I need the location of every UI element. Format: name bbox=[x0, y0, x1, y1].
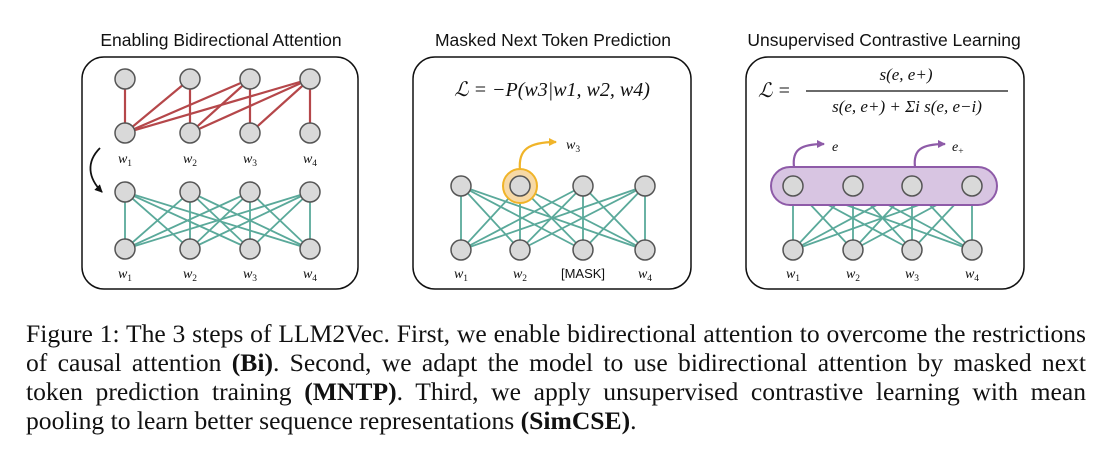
mean-pooling-box bbox=[770, 166, 998, 206]
p1-top-label-1: w1 bbox=[118, 152, 132, 169]
transform-arrow bbox=[89, 147, 103, 193]
panel2-nodes bbox=[450, 175, 656, 261]
p1-top-label-2: w2 bbox=[183, 152, 197, 169]
prediction-arrow bbox=[518, 138, 557, 171]
p3-bottom-label-1: w1 bbox=[786, 267, 800, 284]
p3-bottom-node-1 bbox=[782, 239, 804, 261]
panel2-bidirectional-edges bbox=[460, 185, 646, 251]
p1-bottom-node-2 bbox=[179, 238, 201, 260]
panel2-frame bbox=[412, 56, 692, 290]
panel1-bottom-labels: w1 w2 w3 w4 bbox=[118, 267, 317, 284]
figure-caption: Figure 1: The 3 steps of LLM2Vec. First,… bbox=[26, 319, 1086, 435]
p3-bottom-label-4: w4 bbox=[965, 267, 979, 284]
p2-bottom-label-3: [MASK] bbox=[561, 266, 605, 281]
panel1-top-labels: w1 w2 w3 w4 bbox=[118, 152, 317, 169]
positive-embedding-arrow bbox=[913, 140, 946, 168]
p3-bottom-label-3: w3 bbox=[905, 267, 919, 284]
caption-part1: The 3 steps of LLM2Vec. First, we enable… bbox=[26, 319, 1086, 377]
p1-top-node-1 bbox=[114, 68, 136, 90]
p2-top-node-1 bbox=[450, 175, 472, 197]
p3-bottom-node-2 bbox=[842, 239, 864, 261]
p1-low-node-1 bbox=[114, 181, 136, 203]
panel3-title: Unsupervised Contrastive Learning bbox=[747, 30, 1020, 50]
p1-mid-node-2 bbox=[179, 122, 201, 144]
p1-bottom-label-4: w4 bbox=[303, 267, 317, 284]
p1-bottom-node-3 bbox=[239, 238, 261, 260]
p2-bottom-label-1: w1 bbox=[454, 267, 468, 284]
panel3-bottom-labels: w1 w2 w3 w4 bbox=[786, 267, 979, 284]
p3-bottom-node-4 bbox=[961, 239, 983, 261]
p1-bottom-label-2: w2 bbox=[183, 267, 197, 284]
p3-bottom-label-2: w2 bbox=[846, 267, 860, 284]
p2-bottom-node-2 bbox=[509, 239, 531, 261]
positive-embedding-label: e+ bbox=[952, 140, 964, 157]
panel1-frame bbox=[81, 56, 359, 290]
p3-top-node-1 bbox=[782, 175, 804, 197]
predicted-token-label: w3 bbox=[566, 138, 580, 155]
caption-part3: . Third, we apply unsupervised contrasti… bbox=[26, 377, 1086, 435]
simcse-loss-lhs: ℒ = bbox=[758, 80, 791, 102]
p1-bottom-node-1 bbox=[114, 238, 136, 260]
p1-bottom-label-1: w1 bbox=[118, 267, 132, 284]
p2-bottom-node-3 bbox=[572, 239, 594, 261]
caption-bi: (Bi) bbox=[231, 348, 273, 377]
panel1-title: Enabling Bidirectional Attention bbox=[100, 30, 341, 50]
p1-top-label-3: w3 bbox=[243, 152, 257, 169]
panel2-title: Masked Next Token Prediction bbox=[435, 30, 671, 50]
panel2-bottom-labels: w1 w2 [MASK] w4 bbox=[454, 266, 652, 284]
embedding-arrow bbox=[792, 140, 825, 168]
p2-bottom-label-2: w2 bbox=[513, 267, 527, 284]
caption-part4: . bbox=[630, 406, 637, 435]
embedding-label: e bbox=[832, 140, 838, 155]
p3-top-node-2 bbox=[842, 175, 864, 197]
p1-top-node-3 bbox=[239, 68, 261, 90]
p2-top-node-4 bbox=[634, 175, 656, 197]
p1-mid-node-3 bbox=[239, 122, 261, 144]
p1-mid-node-1 bbox=[114, 122, 136, 144]
p1-top-node-2 bbox=[179, 68, 201, 90]
panel3-nodes bbox=[782, 175, 983, 261]
p1-low-node-2 bbox=[179, 181, 201, 203]
p3-top-node-4 bbox=[961, 175, 983, 197]
mntp-loss-equation: ℒ = −P(w3|w1, w2, w4) bbox=[454, 79, 650, 101]
p2-bottom-node-4 bbox=[634, 239, 656, 261]
p1-top-node-4 bbox=[299, 68, 321, 90]
panel1-nodes bbox=[114, 68, 321, 260]
p2-top-node-2 bbox=[509, 175, 531, 197]
p1-low-node-3 bbox=[239, 181, 261, 203]
p2-bottom-node-1 bbox=[450, 239, 472, 261]
p2-top-node-3 bbox=[572, 175, 594, 197]
p1-top-label-4: w4 bbox=[303, 152, 317, 169]
caption-mntp: (MNTP) bbox=[304, 377, 397, 406]
p1-bottom-label-3: w3 bbox=[243, 267, 257, 284]
caption-part2: . Second, we adapt the model to use bidi… bbox=[26, 348, 1086, 406]
caption-simcse: (SimCSE) bbox=[520, 406, 631, 435]
p2-bottom-label-4: w4 bbox=[638, 267, 652, 284]
p1-bottom-node-4 bbox=[299, 238, 321, 260]
p3-top-node-3 bbox=[901, 175, 923, 197]
p1-low-node-4 bbox=[299, 181, 321, 203]
caption-label: Figure 1: bbox=[26, 319, 120, 348]
p1-mid-node-4 bbox=[299, 122, 321, 144]
p3-bottom-node-3 bbox=[901, 239, 923, 261]
simcse-loss-numerator: s(e, e+) bbox=[879, 65, 932, 84]
simcse-loss-denominator: s(e, e+) + Σi s(e, e−i) bbox=[832, 97, 982, 116]
